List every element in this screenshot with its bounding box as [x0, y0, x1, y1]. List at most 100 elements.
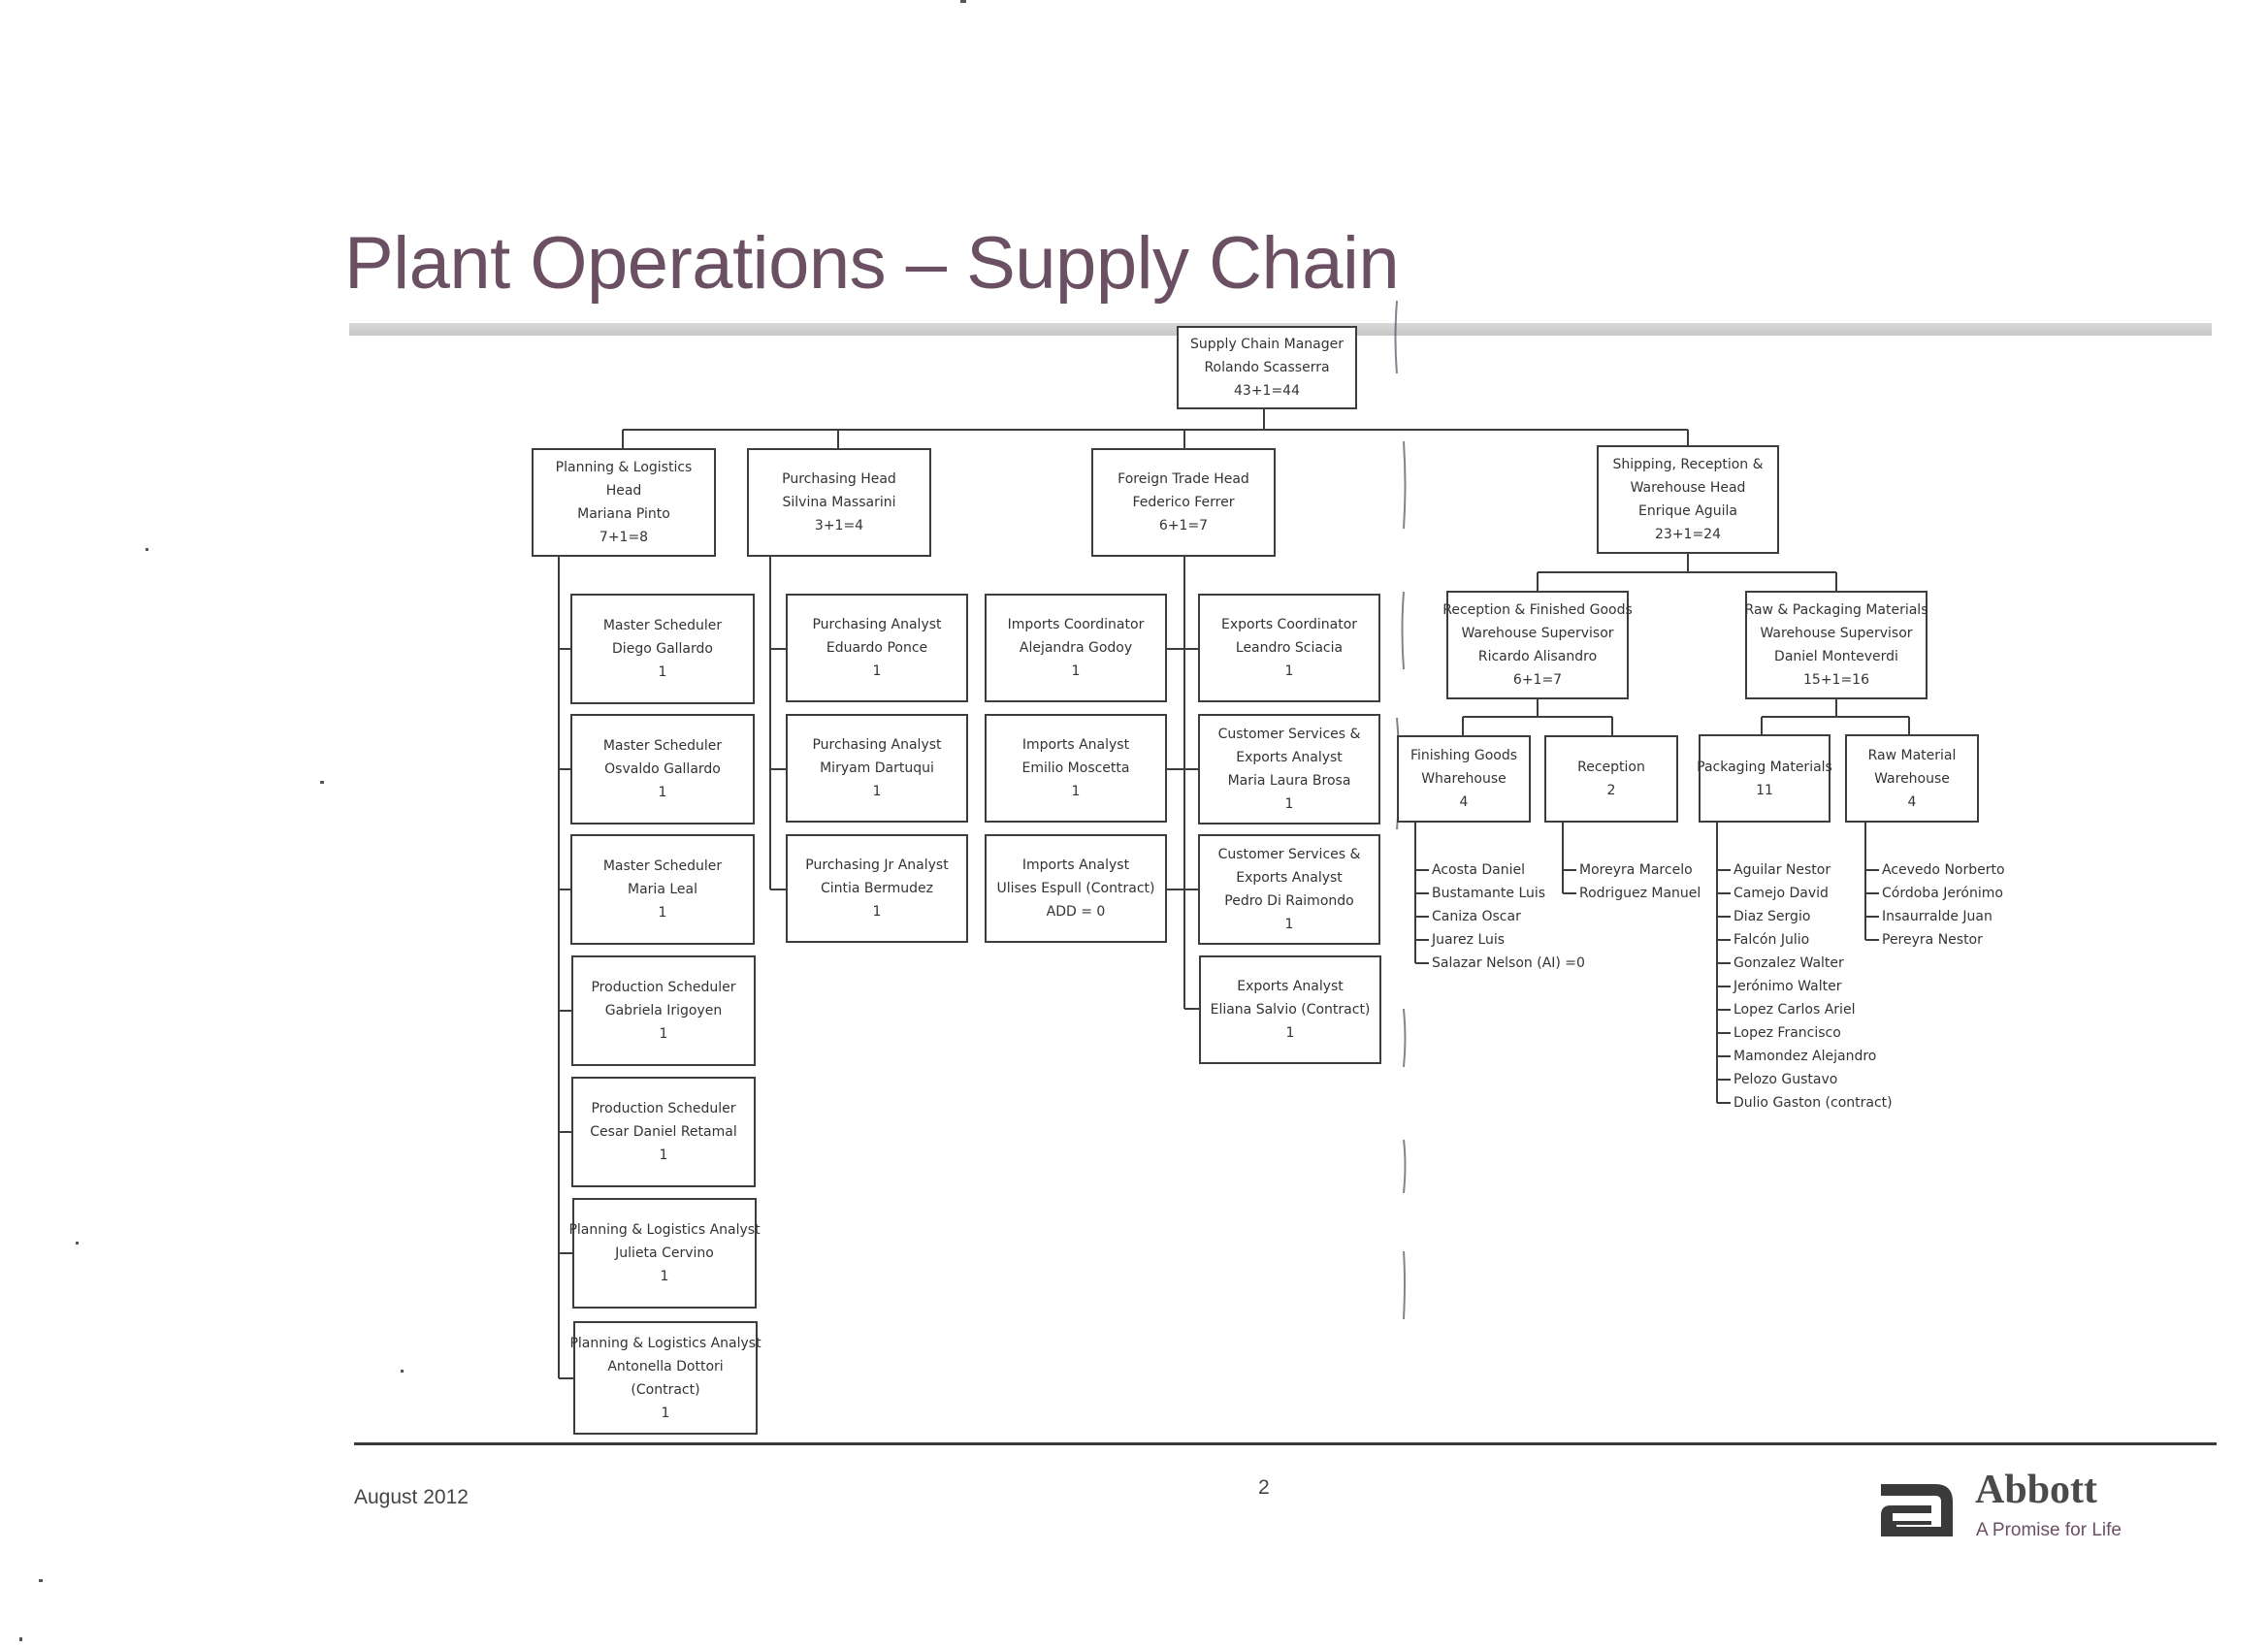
- person-name: Ulises Espull (Contract): [996, 881, 1155, 896]
- role-title: Finishing Goods: [1409, 748, 1518, 763]
- headcount: 6+1=7: [1512, 672, 1563, 688]
- role-title: Planning & Logistics: [555, 460, 693, 475]
- person-name: Osvaldo Gallardo: [604, 761, 721, 777]
- org-box-purchasing-head: Purchasing Head Silvina Massarini 3+1=4: [747, 448, 931, 557]
- role-title: Exports Analyst: [1236, 750, 1343, 765]
- org-box-planning-member: Master Scheduler Maria Leal 1: [570, 834, 755, 945]
- person-name: Antonella Dottori: [607, 1358, 724, 1374]
- org-box-supply-chain-manager: Supply Chain Manager Rolando Scasserra 4…: [1177, 326, 1357, 409]
- person-name: Leandro Sciacia: [1235, 640, 1344, 656]
- staff-name: Salazar Nelson (AI) =0: [1432, 955, 1585, 971]
- staff-name: Córdoba Jerónimo: [1882, 886, 2003, 901]
- footer-date: August 2012: [354, 1486, 469, 1508]
- role-title: Customer Services &: [1217, 847, 1361, 862]
- scan-speck: [401, 1370, 404, 1373]
- headcount: 23+1=24: [1655, 527, 1721, 542]
- headcount: 1: [1284, 917, 1294, 932]
- role-title: Reception: [1577, 760, 1645, 775]
- page-title: Plant Operations – Supply Chain: [344, 222, 1400, 305]
- person-name: Miryam Dartuqui: [820, 760, 934, 776]
- staff-name: Acosta Daniel: [1432, 862, 1526, 878]
- headcount: 1: [872, 784, 882, 799]
- scan-speck: [320, 781, 324, 784]
- headcount: ADD = 0: [1046, 904, 1106, 920]
- staff-name: Camejo David: [1733, 886, 1829, 901]
- staff-name: Insaurralde Juan: [1882, 909, 1993, 924]
- headcount: 1: [1071, 663, 1081, 679]
- role-title: Raw Material: [1867, 747, 1957, 763]
- finishing-goods-staff-list: Acosta Daniel Bustamante Luis Caniza Osc…: [1432, 858, 1585, 975]
- role-title: Head: [605, 483, 642, 499]
- org-box-planning-member: Production Scheduler Cesar Daniel Retama…: [571, 1077, 756, 1187]
- person-name: Eduardo Ponce: [826, 640, 928, 656]
- org-box-purchasing-member: Purchasing Jr Analyst Cintia Bermudez 1: [786, 834, 968, 943]
- org-box-shipping-head: Shipping, Reception & Warehouse Head Enr…: [1597, 445, 1779, 554]
- staff-name: Caniza Oscar: [1432, 909, 1521, 924]
- person-name: Alejandra Godoy: [1019, 640, 1133, 656]
- staff-name: Rodriguez Manuel: [1579, 886, 1701, 901]
- scan-speck: [19, 1637, 22, 1641]
- role-title: Imports Analyst: [1021, 857, 1130, 873]
- staff-name: Pelozo Gustavo: [1733, 1072, 1838, 1087]
- headcount: 43+1=44: [1234, 383, 1300, 399]
- headcount: 1: [658, 664, 667, 680]
- headcount: 15+1=16: [1803, 672, 1869, 688]
- person-name: Ricardo Alisandro: [1477, 649, 1598, 664]
- org-box-raw-material-warehouse: Raw Material Warehouse 4: [1845, 734, 1979, 823]
- staff-name: Lopez Carlos Ariel: [1733, 1002, 1856, 1018]
- staff-name: Moreyra Marcelo: [1579, 862, 1693, 878]
- org-box-planning-member: Master Scheduler Diego Gallardo 1: [570, 594, 755, 704]
- headcount: 11: [1756, 782, 1773, 798]
- org-box-packaging-materials: Packaging Materials 11: [1697, 734, 1832, 823]
- org-box-reception: Reception 2: [1544, 735, 1678, 823]
- role-title: Master Scheduler: [602, 738, 723, 754]
- headcount: 4: [1459, 794, 1469, 810]
- role-title: Purchasing Analyst: [812, 617, 942, 632]
- org-box-purchasing-member: Purchasing Analyst Miryam Dartuqui 1: [786, 714, 968, 823]
- org-box-imports-member: Imports Analyst Emilio Moscetta 1: [985, 714, 1167, 823]
- staff-name: Acevedo Norberto: [1882, 862, 2005, 878]
- org-box-planning-member: Master Scheduler Osvaldo Gallardo 1: [570, 714, 755, 824]
- scan-speck: [39, 1579, 43, 1582]
- role-title: Raw & Packaging Materials: [1744, 602, 1928, 618]
- staff-name: Mamondez Alejandro: [1733, 1049, 1877, 1064]
- staff-name: Lopez Francisco: [1733, 1025, 1841, 1041]
- person-name: Daniel Monteverdi: [1774, 649, 1898, 664]
- person-name: Diego Gallardo: [612, 641, 713, 657]
- brand-tagline: A Promise for Life: [1976, 1520, 2122, 1540]
- brand-name: Abbott: [1975, 1468, 2098, 1512]
- raw-material-staff-list: Acevedo Norberto Córdoba Jerónimo Insaur…: [1882, 858, 2005, 952]
- headcount: 1: [1284, 796, 1294, 812]
- role-title: Reception & Finished Goods: [1442, 602, 1633, 618]
- role-title: Packaging Materials: [1697, 759, 1832, 775]
- staff-name: Dulio Gaston (contract): [1733, 1095, 1893, 1111]
- role-title: Supply Chain Manager: [1190, 337, 1344, 352]
- headcount: 1: [1285, 1025, 1295, 1041]
- org-box-raw-supervisor: Raw & Packaging Materials Warehouse Supe…: [1745, 591, 1928, 699]
- org-box-imports-member: Imports Coordinator Alejandra Godoy 1: [985, 594, 1167, 702]
- person-name: Rolando Scasserra: [1204, 360, 1330, 375]
- role-title: Purchasing Analyst: [812, 737, 942, 753]
- person-name: Eliana Salvio (Contract): [1210, 1002, 1371, 1018]
- role-title: Purchasing Head: [782, 471, 896, 487]
- org-box-exports-member: Exports Coordinator Leandro Sciacia 1: [1198, 594, 1380, 702]
- role-title: Wharehouse: [1421, 771, 1507, 787]
- scan-speck: [76, 1242, 79, 1245]
- person-name: Enrique Aguila: [1638, 503, 1737, 519]
- footer-divider: [354, 1442, 2217, 1445]
- role-title: Exports Coordinator: [1220, 617, 1358, 632]
- role-title: Warehouse Supervisor: [1760, 626, 1913, 641]
- role-title: Warehouse: [1874, 770, 1950, 787]
- role-title: Planning & Logistics Analyst: [568, 1222, 761, 1238]
- staff-name: Aguilar Nestor: [1733, 862, 1831, 878]
- org-box-planning-member: Production Scheduler Gabriela Irigoyen 1: [571, 955, 756, 1066]
- person-name: Cintia Bermudez: [820, 881, 934, 896]
- person-name: Mariana Pinto: [577, 506, 670, 522]
- staff-name: Falcón Julio: [1733, 932, 1810, 948]
- person-name: Federico Ferrer: [1132, 495, 1235, 510]
- role-title: Shipping, Reception &: [1612, 457, 1764, 472]
- abbott-logo-icon: [1881, 1484, 1953, 1536]
- person-name: Silvina Massarini: [782, 495, 896, 510]
- org-box-planning-member: Planning & Logistics Analyst Antonella D…: [569, 1321, 761, 1435]
- org-box-foreign-trade-head: Foreign Trade Head Federico Ferrer 6+1=7: [1091, 448, 1276, 557]
